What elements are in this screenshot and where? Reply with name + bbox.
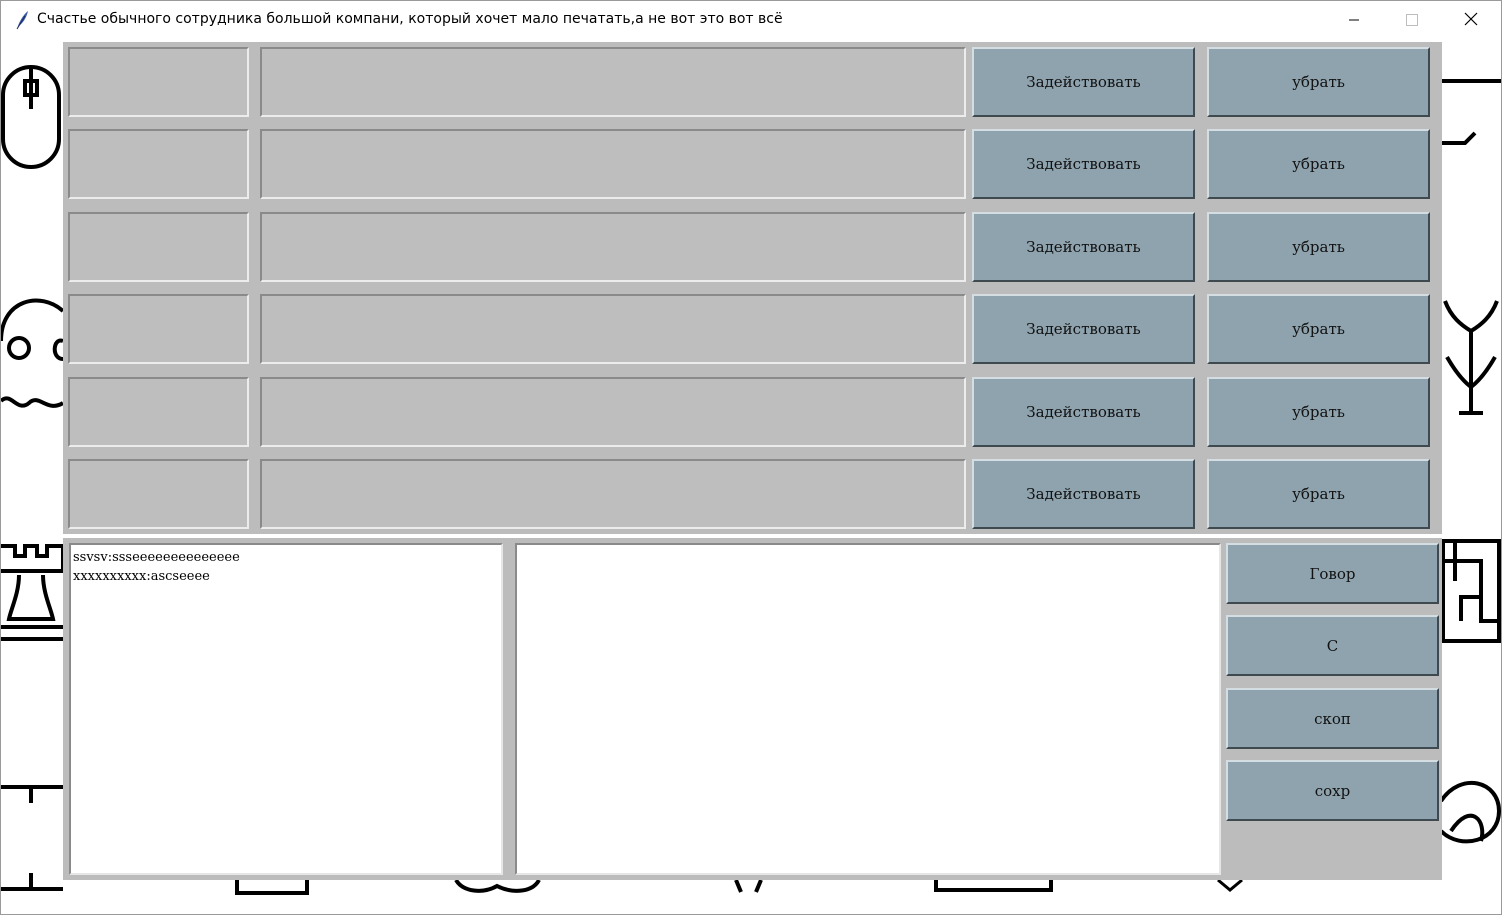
editor-textbox[interactable]: [515, 543, 1221, 875]
slot-value-field[interactable]: [260, 47, 966, 117]
slot-key-field[interactable]: [68, 129, 249, 199]
activate-button[interactable]: Задействовать: [972, 47, 1195, 117]
slot-value-field[interactable]: [260, 294, 966, 364]
minimize-icon: [1348, 11, 1360, 30]
close-icon: [1464, 11, 1478, 30]
activate-button[interactable]: Задействовать: [972, 212, 1195, 282]
remove-button[interactable]: убрать: [1207, 47, 1430, 117]
slot-key-field[interactable]: [68, 459, 249, 529]
maximize-icon: [1406, 11, 1418, 30]
slot-key-field[interactable]: [68, 377, 249, 447]
activate-button[interactable]: Задействовать: [972, 377, 1195, 447]
remove-button[interactable]: убрать: [1207, 212, 1430, 282]
workspace-panel: ssvsv:sssееееееееееееее xxxxxxxxxx:ascse…: [63, 538, 1442, 880]
copy-button[interactable]: скоп: [1226, 688, 1439, 749]
activate-button[interactable]: Задействовать: [972, 294, 1195, 364]
c-button[interactable]: С: [1226, 615, 1439, 676]
activate-button[interactable]: Задействовать: [972, 459, 1195, 529]
remove-button[interactable]: убрать: [1207, 459, 1430, 529]
title-bar: Счастье обычного сотрудника большой комп…: [1, 1, 1501, 39]
slot-key-field[interactable]: [68, 294, 249, 364]
background-pattern-left: [1, 65, 63, 891]
remove-button[interactable]: убрать: [1207, 294, 1430, 364]
slot-key-field[interactable]: [68, 212, 249, 282]
slot-value-field[interactable]: [260, 377, 966, 447]
log-textbox[interactable]: ssvsv:sssееееееееееееее xxxxxxxxxx:ascse…: [69, 543, 503, 875]
remove-button[interactable]: убрать: [1207, 129, 1430, 199]
log-line: xxxxxxxxxx:ascseeee: [73, 569, 210, 584]
slot-value-field[interactable]: [260, 129, 966, 199]
slot-value-field[interactable]: [260, 212, 966, 282]
save-button[interactable]: сохр: [1226, 760, 1439, 821]
slots-panel: Задействовать убрать Задействовать убрат…: [63, 42, 1442, 534]
activate-button[interactable]: Задействовать: [972, 129, 1195, 199]
speak-button[interactable]: Говор: [1226, 543, 1439, 604]
close-button[interactable]: [1448, 1, 1494, 39]
minimize-button[interactable]: [1331, 1, 1377, 39]
background-pattern-bottom: [235, 880, 1053, 895]
background-pattern-right: [1441, 79, 1501, 844]
slot-value-field[interactable]: [260, 459, 966, 529]
slot-key-field[interactable]: [68, 47, 249, 117]
maximize-button[interactable]: [1389, 1, 1435, 39]
remove-button[interactable]: убрать: [1207, 377, 1430, 447]
background-pattern-bottom-right: [1217, 880, 1243, 892]
window-title: Счастье обычного сотрудника большой комп…: [37, 11, 783, 27]
feather-icon: [13, 10, 31, 30]
log-line: ssvsv:sssееееееееееееее: [73, 550, 240, 565]
